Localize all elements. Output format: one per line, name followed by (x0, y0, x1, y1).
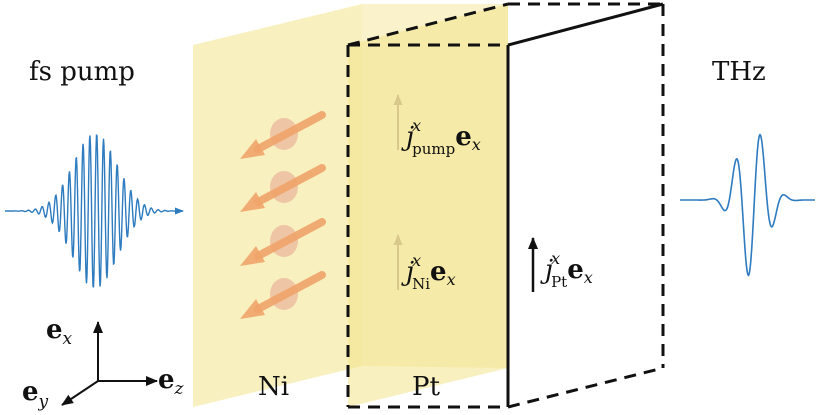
pt-label: Pt (412, 372, 440, 402)
spin-arrows (240, 111, 326, 319)
ni-layer (193, 4, 508, 407)
pump-title: fs pump (29, 57, 135, 87)
spin-arrow-head (240, 299, 265, 319)
spin-arrow (254, 164, 326, 206)
thz-title: THz (712, 57, 766, 87)
ni-label: Ni (258, 372, 289, 402)
spin-arrow-head (240, 192, 265, 212)
thz-pulse-waveform (680, 133, 815, 277)
spin-arrow-head (240, 246, 265, 266)
pump-pulse-waveform (5, 134, 184, 288)
spin-arrow-head (240, 139, 265, 159)
spin-arrow (254, 218, 326, 260)
coordinate-axes (61, 321, 158, 406)
pt-box-outline (346, 2, 665, 409)
ez-axis-label: ez (158, 365, 185, 399)
ey-axis-label: ey (22, 377, 49, 412)
ex-axis-label: ex (46, 315, 73, 349)
spin-arrow (254, 111, 326, 153)
spin-arrow (254, 271, 326, 313)
